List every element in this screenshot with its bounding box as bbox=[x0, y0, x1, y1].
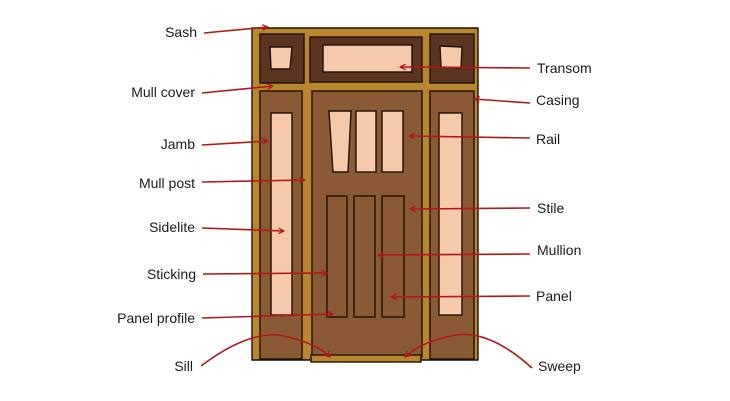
label-panel-profile: Panel profile bbox=[117, 310, 195, 326]
door-lite-3 bbox=[381, 110, 404, 173]
arrow-mull-cover bbox=[201, 86, 273, 94]
label-mull-cover: Mull cover bbox=[131, 84, 195, 100]
door-panel-2 bbox=[353, 195, 376, 318]
label-sash: Sash bbox=[165, 24, 197, 40]
label-sticking: Sticking bbox=[147, 266, 196, 282]
door-panel-3 bbox=[381, 195, 405, 318]
sill bbox=[310, 354, 422, 363]
arrow-mull-post bbox=[201, 180, 305, 182]
sash-right-glass bbox=[439, 45, 463, 69]
label-jamb: Jamb bbox=[161, 136, 195, 152]
arrow-sill bbox=[200, 334, 330, 367]
arrow-mullion bbox=[378, 254, 531, 255]
arrow-transom bbox=[400, 67, 531, 68]
arrow-sticking bbox=[202, 273, 327, 274]
sidelite-left-glass bbox=[270, 112, 293, 316]
arrow-casing bbox=[474, 99, 531, 104]
sash-left-glass bbox=[269, 46, 293, 70]
door-lite-1 bbox=[328, 110, 352, 173]
label-panel: Panel bbox=[536, 288, 572, 304]
label-mull-post: Mull post bbox=[139, 175, 195, 191]
arrow-sidelite bbox=[201, 227, 284, 231]
label-mullion: Mullion bbox=[537, 242, 581, 258]
door-panel-1 bbox=[326, 195, 348, 318]
arrow-jamb bbox=[201, 141, 268, 146]
arrow-panel-profile bbox=[201, 314, 333, 319]
arrow-rail bbox=[409, 136, 531, 138]
transom-glass bbox=[322, 44, 413, 73]
label-sidelite: Sidelite bbox=[149, 219, 195, 235]
arrow-sash bbox=[203, 27, 268, 34]
sidelite-right-glass bbox=[438, 112, 463, 316]
label-stile: Stile bbox=[537, 200, 564, 216]
arrow-panel bbox=[391, 296, 531, 297]
arrow-sweep bbox=[405, 333, 533, 369]
label-transom: Transom bbox=[537, 60, 592, 76]
arrow-stile bbox=[410, 208, 531, 209]
label-casing: Casing bbox=[536, 92, 580, 108]
door-illustration bbox=[251, 27, 479, 363]
label-sill: Sill bbox=[174, 358, 193, 374]
label-sweep: Sweep bbox=[538, 358, 581, 374]
door-lite-2 bbox=[355, 110, 377, 173]
label-rail: Rail bbox=[536, 131, 560, 147]
